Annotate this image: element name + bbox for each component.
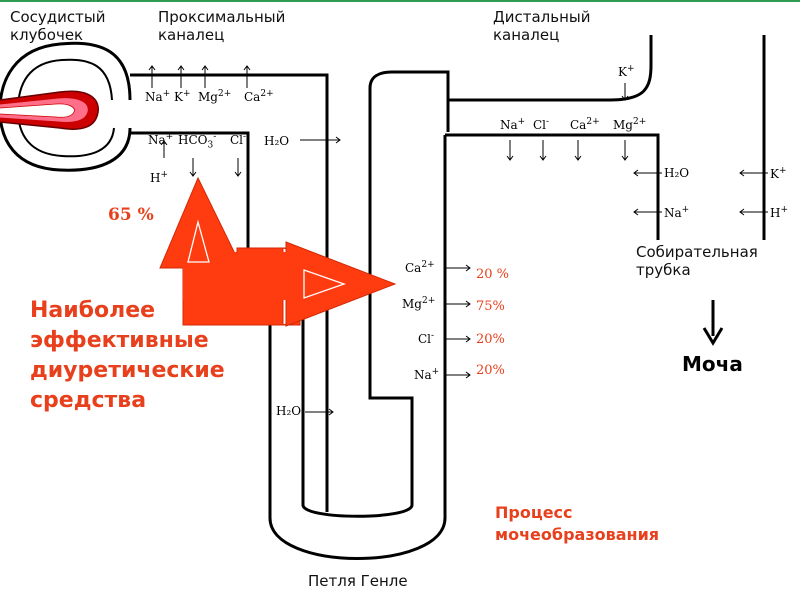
ion-ca: Ca2+ <box>244 89 274 104</box>
ion-na: Na+ <box>500 117 526 132</box>
ion-na: Na+ <box>414 367 440 382</box>
ion-na: Na+ <box>148 132 174 147</box>
ion-mg: Mg2+ <box>198 89 232 104</box>
diuretic-caption: Наиболее эффективные диуретические средс… <box>30 298 225 413</box>
process-caption: Процесс мочеобразования <box>495 503 660 544</box>
ion-cl: Cl- <box>230 132 247 147</box>
ion-h2o: H₂O <box>264 134 290 148</box>
urine-label: Моча <box>682 352 743 376</box>
diuretic-arrow-icon <box>159 176 397 327</box>
urine-arrow-icon <box>702 300 724 346</box>
ion-hco3: HCO3- <box>178 132 217 151</box>
ion-mg: Mg2+ <box>402 296 436 311</box>
ion-cl: Cl- <box>533 117 550 132</box>
distal-tubule-shape <box>445 35 660 240</box>
ion-h: H+ <box>770 205 789 220</box>
transport-arrows <box>148 65 768 416</box>
ion-h: H+ <box>150 170 169 185</box>
loop-percentage: 20% <box>476 332 505 347</box>
ion-h2o: H₂O <box>276 404 302 418</box>
loop-percentage: 20 % <box>476 267 510 282</box>
distal-label: Дистальный каналец <box>493 8 591 44</box>
ion-k: K+ <box>770 166 787 181</box>
ion-mg: Mg2+ <box>613 117 647 132</box>
ion-ca: Ca2+ <box>570 117 600 132</box>
glomerulus-label: Сосудистый клубочек <box>10 8 106 44</box>
ion-ca: Ca2+ <box>405 260 435 275</box>
proximal-percentage: 65 % <box>108 205 154 225</box>
glomerulus-shape <box>0 41 132 172</box>
ion-h2o: H₂O <box>664 166 690 180</box>
ion-cl: Cl- <box>418 331 435 346</box>
loop-of-henle-shape <box>268 70 450 560</box>
loop-label: Петля Генле <box>308 572 408 590</box>
loop-percentage: 20% <box>476 363 505 378</box>
loop-percentage: 75% <box>476 299 505 314</box>
ion-na: Na+ <box>664 205 690 220</box>
ion-na: Na+ <box>145 89 171 104</box>
ion-k: K+ <box>174 89 191 104</box>
collecting-label: Собирательная трубка <box>636 243 758 279</box>
proximal-label: Проксимальный каналец <box>158 8 286 44</box>
ion-k: K+ <box>618 64 635 79</box>
